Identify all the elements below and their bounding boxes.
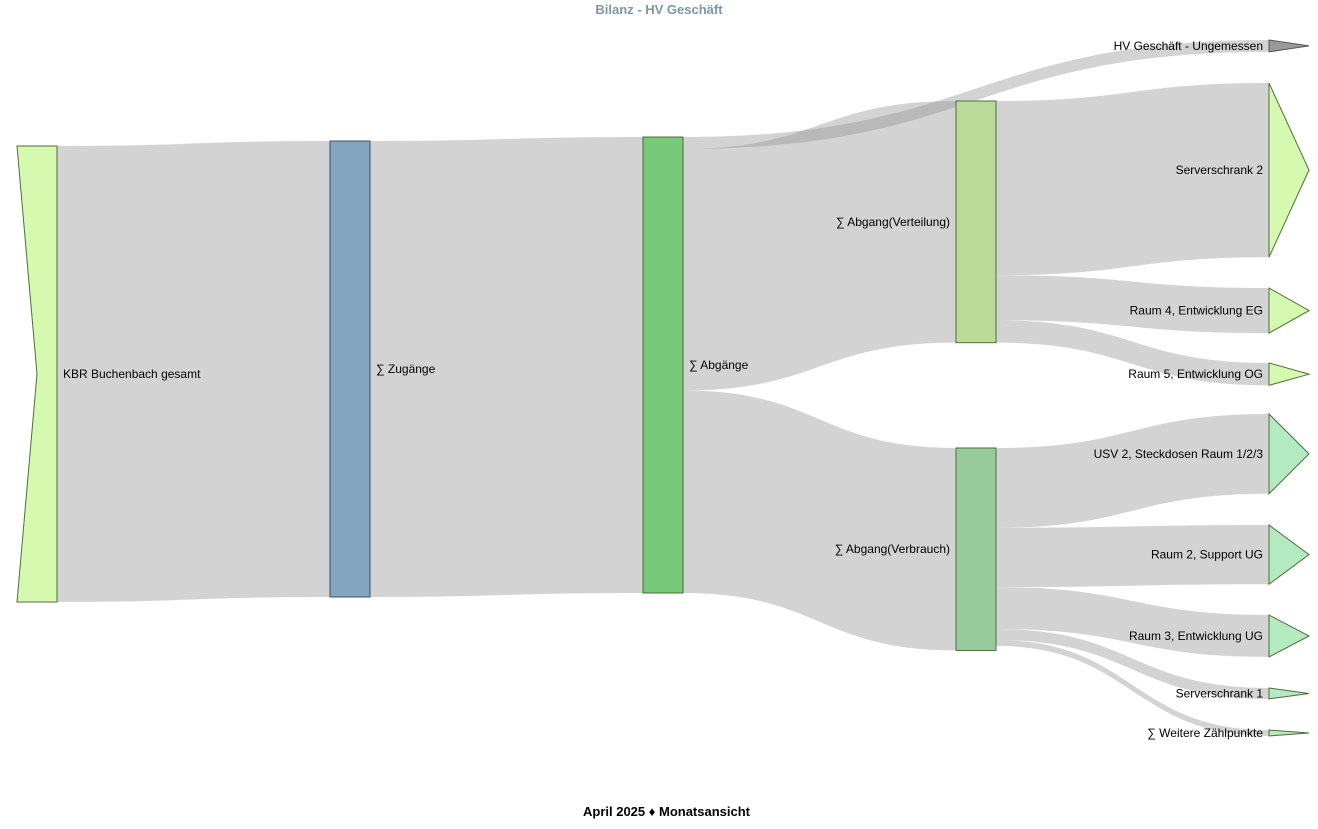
link-verb-r3[interactable]	[996, 587, 1269, 657]
node-r4[interactable]	[1268, 287, 1311, 335]
node-label-r2: Raum 2, Support UG	[1151, 548, 1263, 562]
node-ss1[interactable]	[1268, 687, 1310, 700]
node-label-ss2: Serverschrank 2	[1176, 163, 1264, 177]
node-r5[interactable]	[1268, 362, 1311, 387]
node-label-verb: ∑ Abgang(Verbrauch)	[835, 542, 950, 556]
node-label-weit: ∑ Weitere Zählpunkte	[1147, 726, 1263, 740]
node-usv2[interactable]	[1268, 412, 1310, 496]
link-vert-ss2[interactable]	[996, 83, 1269, 276]
node-abg[interactable]	[642, 136, 684, 594]
link-vert-r5[interactable]	[996, 320, 1269, 386]
node-vert[interactable]	[955, 100, 997, 344]
node-label-usv2: USV 2, Steckdosen Raum 1/2/3	[1094, 447, 1264, 461]
node-label-r5: Raum 5, Entwicklung OG	[1128, 367, 1263, 381]
link-vert-r4[interactable]	[996, 275, 1269, 334]
link-verb-ss1[interactable]	[996, 629, 1269, 699]
chart-title: Bilanz - HV Geschäft	[595, 2, 723, 17]
node-r2[interactable]	[1268, 524, 1310, 586]
node-ss2[interactable]	[1268, 82, 1310, 258]
link-kbr-zug[interactable]	[57, 141, 330, 602]
node-label-r3: Raum 3, Entwicklung UG	[1129, 629, 1263, 643]
link-abg-ung[interactable]	[683, 40, 1269, 149]
node-verb[interactable]	[955, 447, 997, 651]
link-verb-r2[interactable]	[996, 525, 1269, 588]
node-ung[interactable]	[1268, 39, 1310, 53]
link-verb-usv2[interactable]	[996, 414, 1269, 528]
node-kbr[interactable]	[16, 145, 58, 603]
link-zug-abg[interactable]	[370, 137, 643, 597]
node-label-kbr: KBR Buchenbach gesamt	[63, 367, 201, 381]
node-label-r4: Raum 4, Entwicklung EG	[1130, 304, 1263, 318]
node-weit[interactable]	[1268, 729, 1310, 737]
node-label-ss1: Serverschrank 1	[1176, 686, 1264, 700]
link-verb-weit[interactable]	[996, 639, 1269, 736]
node-r3[interactable]	[1268, 614, 1311, 658]
node-label-ung: HV Geschäft - Ungemessen	[1114, 39, 1263, 53]
chart-footer: April 2025 ♦ Monatsansicht	[582, 804, 750, 819]
link-abg-verb[interactable]	[683, 390, 956, 651]
node-label-vert: ∑ Abgang(Verteilung)	[836, 215, 950, 229]
link-abg-vert[interactable]	[683, 101, 956, 391]
node-label-zug: ∑ Zugänge	[376, 362, 436, 376]
node-zug[interactable]	[329, 140, 371, 598]
node-label-abg: ∑ Abgänge	[689, 358, 749, 372]
